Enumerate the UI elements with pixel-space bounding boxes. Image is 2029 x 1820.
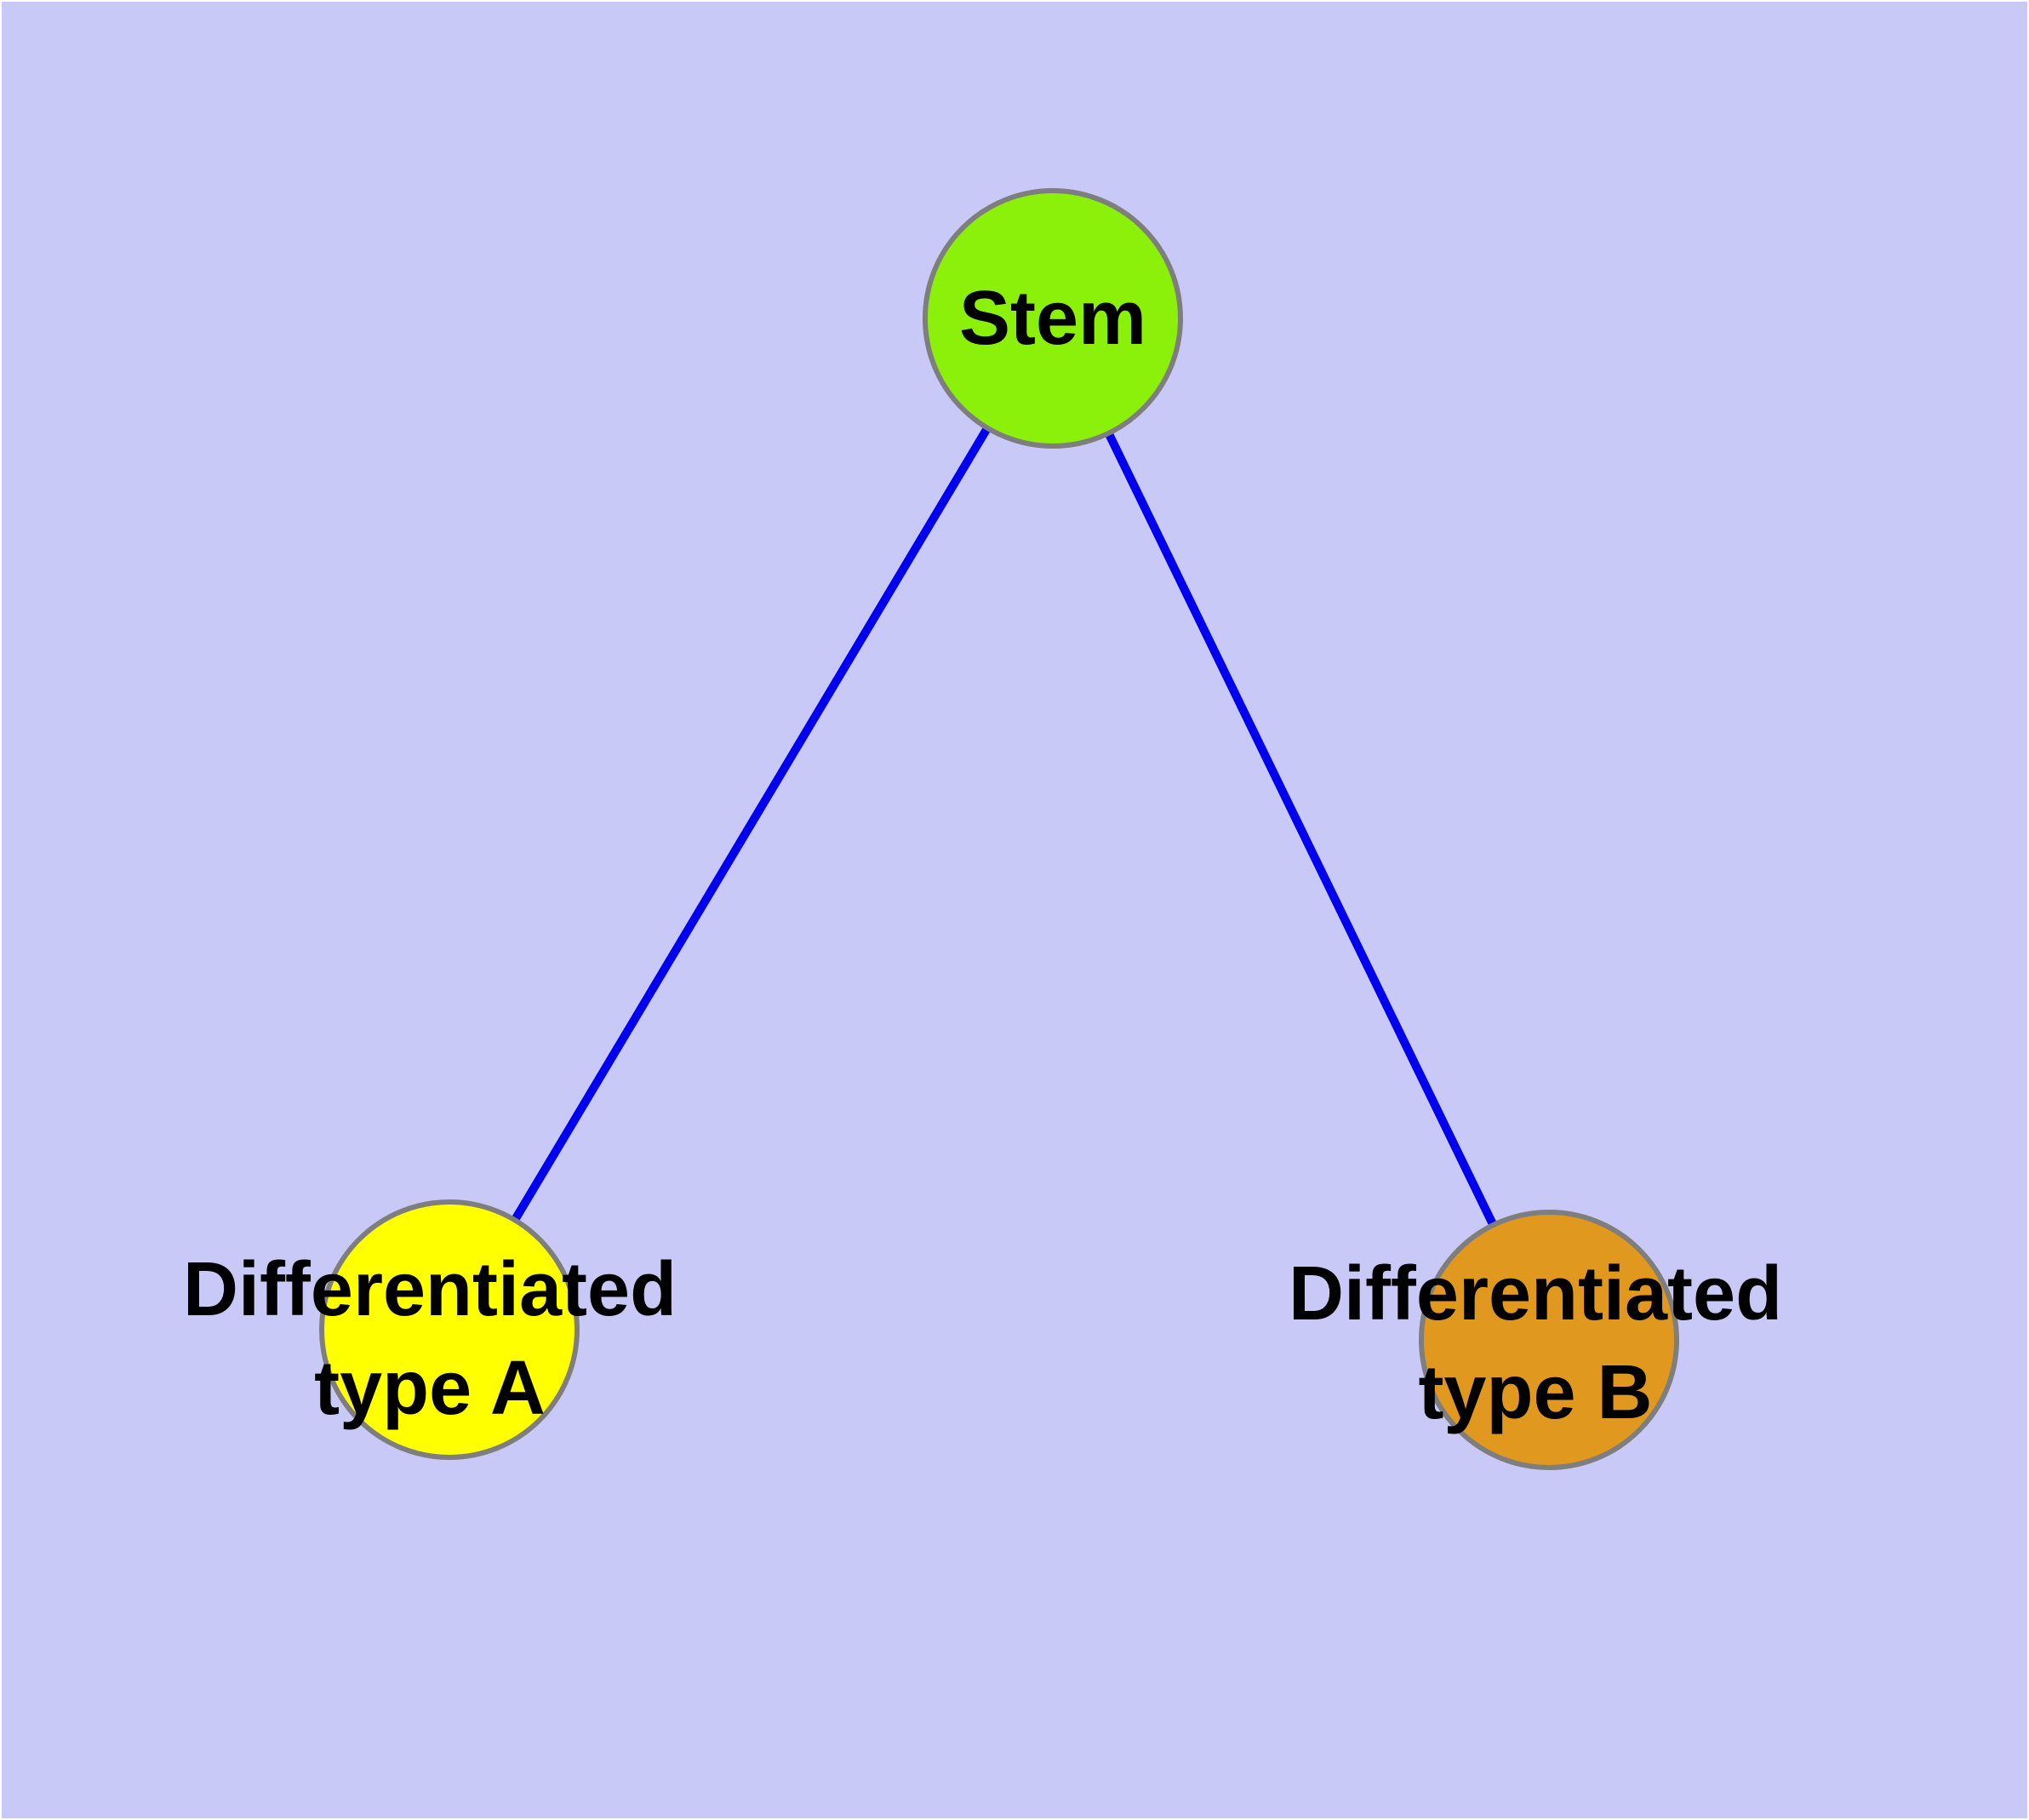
node-label-differentiated-type-a-line1: Differentiated xyxy=(182,1247,677,1332)
node-label-differentiated-type-b-line2: type B xyxy=(1418,1350,1653,1435)
edge-stem-to-type-a xyxy=(445,316,1057,1332)
node-label-stem: Stem xyxy=(958,276,1147,361)
node-label-differentiated-type-b-line1: Differentiated xyxy=(1288,1251,1783,1336)
node-label-differentiated-type-a: Differentiated type A xyxy=(183,1240,677,1438)
edge-stem-to-type-b xyxy=(1049,316,1553,1342)
node-differentiated-type-a xyxy=(319,1199,580,1460)
node-label-differentiated-type-a-line2: type A xyxy=(314,1346,546,1431)
node-label-differentiated-type-b: Differentiated type B xyxy=(1289,1245,1782,1442)
node-stem xyxy=(923,188,1183,449)
node-differentiated-type-b xyxy=(1419,1210,1679,1470)
